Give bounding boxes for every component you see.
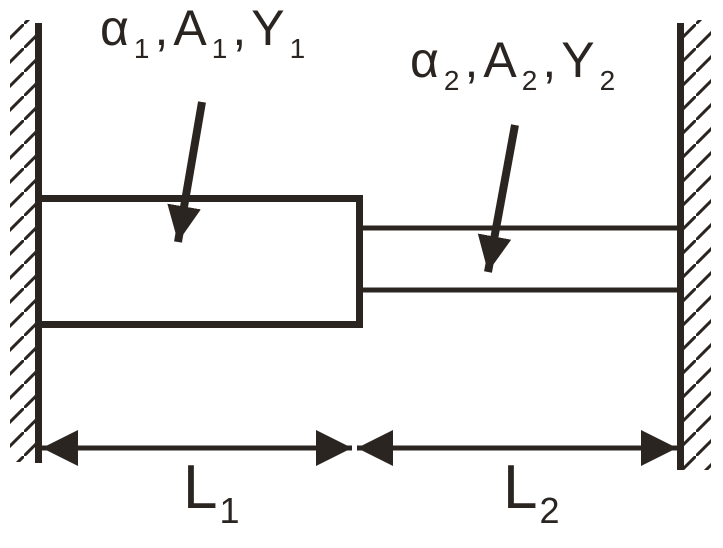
- length-l1-label: L1: [183, 453, 242, 531]
- rod2-parameters-label: α2,A2,Y2: [410, 32, 620, 96]
- rod1-parameters-label: α1,A1,Y1: [100, 0, 310, 64]
- rod-1: [35, 195, 363, 328]
- rod2-label-arrow: [477, 124, 519, 273]
- length-l2-label: L2: [503, 453, 562, 531]
- right-wall-hatching: [684, 20, 711, 470]
- left-wall-hatching: [10, 20, 37, 462]
- rod1-label-arrow: [167, 101, 206, 243]
